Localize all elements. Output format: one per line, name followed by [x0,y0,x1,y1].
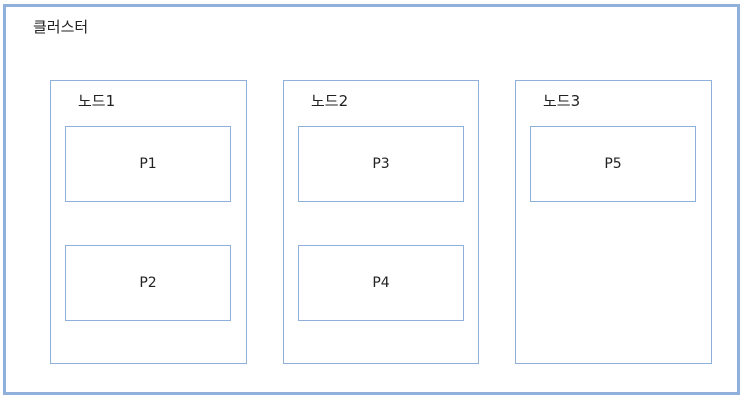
pod-p3: P3 [298,126,464,202]
node-3-box: 노드3 P5 [515,80,712,364]
pod-p1: P1 [65,126,231,202]
pod-p3-label: P3 [372,156,390,172]
pod-p2: P2 [65,245,231,321]
node-1-label: 노드1 [78,92,116,110]
pod-p5-label: P5 [604,156,622,172]
node-2-box: 노드2 P3 P4 [283,80,479,364]
node-3-label: 노드3 [543,92,581,110]
pod-p1-label: P1 [139,156,157,172]
pod-p2-label: P2 [139,275,157,291]
cluster-label: 클러스터 [33,18,89,36]
pod-p4-label: P4 [372,275,390,291]
pod-p5: P5 [530,126,696,202]
node-1-box: 노드1 P1 P2 [50,80,247,364]
pod-p4: P4 [298,245,464,321]
node-2-label: 노드2 [311,92,349,110]
